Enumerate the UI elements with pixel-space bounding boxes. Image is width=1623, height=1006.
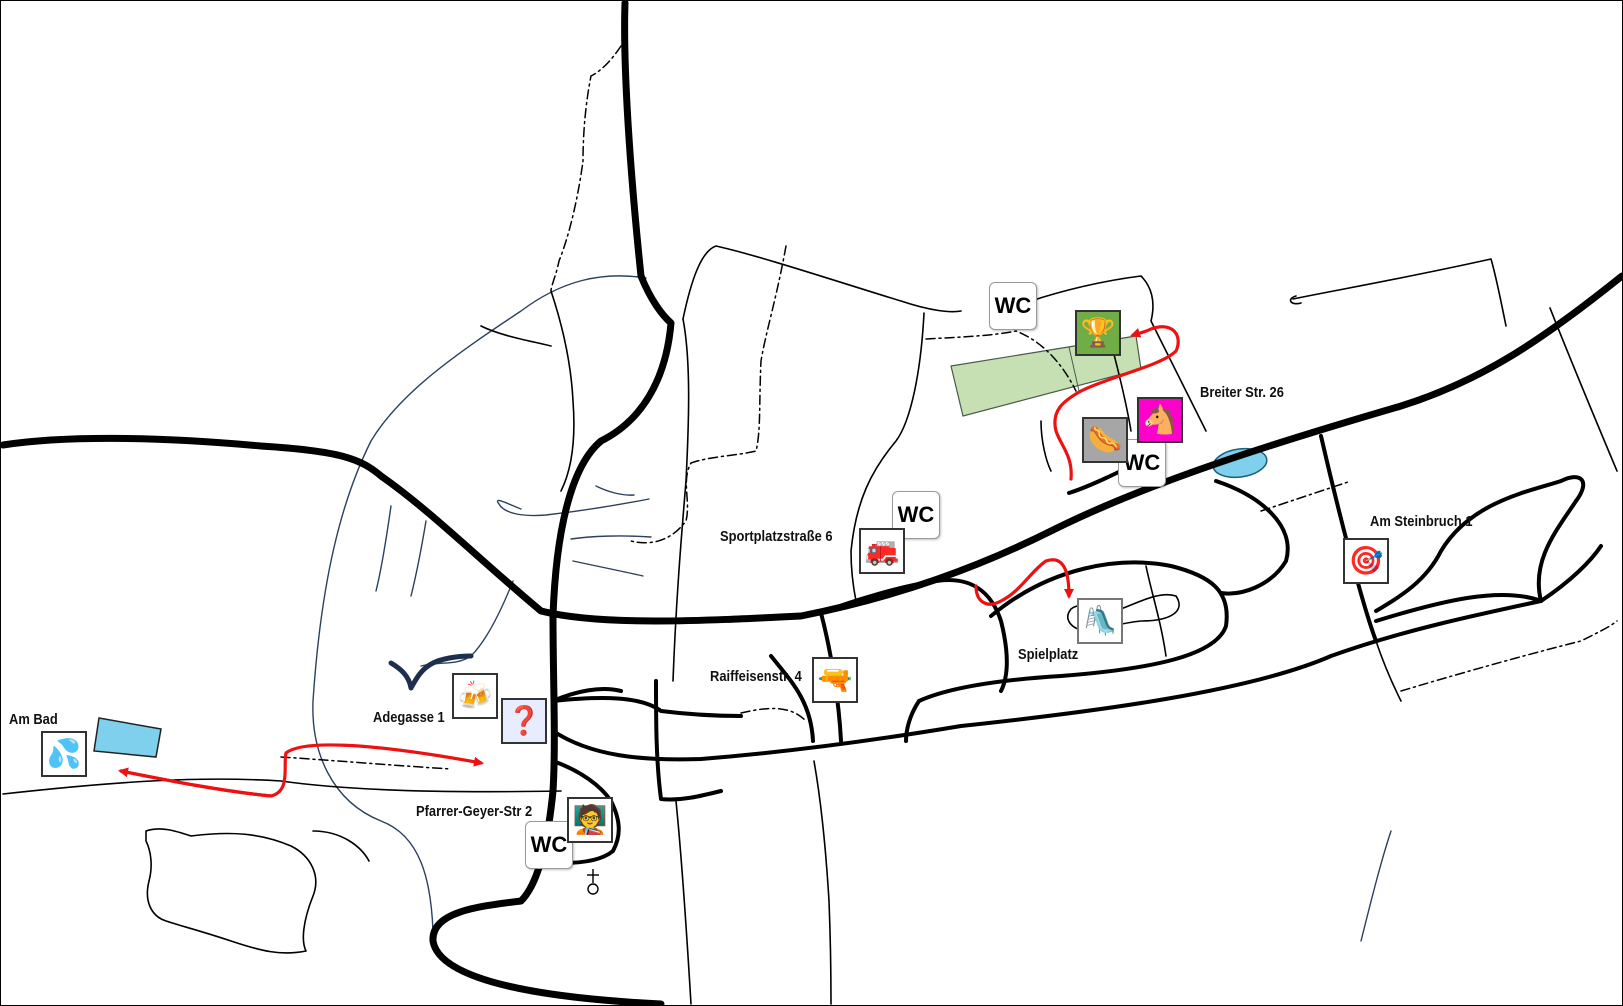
fire-engine-glyph: 🚒 [864, 535, 900, 566]
label-breiter-str: Breiter Str. 26 [1200, 384, 1284, 401]
playground-slide-glyph: 🛝 [1082, 605, 1118, 636]
toilet-icon[interactable]: WC [525, 821, 573, 869]
sports-field-divider [1068, 346, 1080, 392]
mystery-box-glyph: ❓ [506, 705, 542, 736]
toilet-icon[interactable]: WC [1118, 439, 1166, 487]
fire-engine-icon[interactable]: 🚒 [859, 528, 905, 574]
label-adegasse: Adegasse 1 [373, 709, 445, 726]
hotdog-glyph: 🌭 [1087, 424, 1123, 455]
routes [118, 325, 1180, 798]
teacher-icon[interactable]: 🧑‍🏫 [567, 797, 613, 843]
trophy-glyph: 🏆 [1080, 317, 1116, 348]
mystery-box-icon[interactable]: ❓ [501, 698, 547, 744]
beer-mugs-icon[interactable]: 🍻 [452, 673, 498, 719]
playground-slide-icon[interactable]: 🛝 [1077, 598, 1123, 644]
cemetery-cross-icon [587, 869, 599, 895]
route-breiter [1053, 325, 1180, 481]
label-pfarrer-geyer: Pfarrer-Geyer-Str 2 [416, 803, 533, 820]
stream-outlet [388, 653, 474, 691]
water-drops-glyph: 💦 [46, 738, 82, 769]
route-am-bad [119, 743, 484, 798]
areas [93, 335, 1268, 758]
toilet-icon[interactable]: WC [892, 491, 940, 539]
label-sportplatz: Sportplatzstraße 6 [720, 528, 833, 545]
horse-icon[interactable]: 🐴 [1137, 397, 1183, 443]
label-am-bad: Am Bad [9, 711, 58, 728]
toilet-label: WC [994, 293, 1032, 318]
swimming-pool [93, 717, 162, 758]
label-raiffeisen: Raiffeisenstr. 4 [710, 668, 802, 685]
toilet-icon[interactable]: WC [989, 282, 1037, 330]
horse-glyph: 🐴 [1142, 404, 1178, 435]
trophy-icon[interactable]: 🏆 [1075, 310, 1121, 356]
teacher-glyph: 🧑‍🏫 [572, 804, 608, 835]
minor-roads [2, 245, 1618, 1005]
beer-mugs-glyph: 🍻 [457, 680, 493, 711]
water-drops-icon[interactable]: 💦 [41, 731, 87, 777]
dart-target-glyph: 🎯 [1348, 545, 1384, 576]
footpaths [280, 45, 1618, 770]
hotdog-icon[interactable]: 🌭 [1082, 417, 1128, 463]
label-am-steinbruch: Am Steinbruch 1 [1370, 513, 1473, 530]
label-spielplatz: Spielplatz [1018, 646, 1079, 663]
route-spielplatz [974, 558, 1074, 606]
dart-target-icon[interactable]: 🎯 [1343, 538, 1389, 584]
toilet-label: WC [897, 502, 935, 527]
toilet-label: WC [530, 832, 568, 857]
route-am-bad-start [118, 767, 273, 798]
revolver-icon[interactable]: 🔫 [812, 657, 858, 703]
toilet-label: WC [1123, 450, 1161, 475]
revolver-glyph: 🔫 [817, 664, 853, 695]
